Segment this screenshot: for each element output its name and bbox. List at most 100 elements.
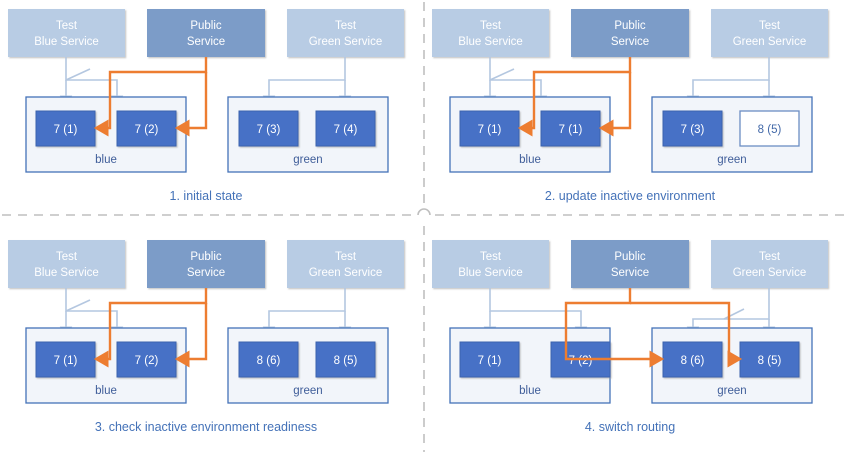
pod-label: 7 (2)	[135, 124, 159, 136]
pod-label: 7 (1)	[478, 124, 502, 136]
route-public-to-blue	[93, 288, 208, 368]
environment-label: green	[293, 385, 322, 397]
environment-blue: blue 7 (1) 7 (2)	[449, 327, 611, 404]
pod-label: 7 (3)	[257, 124, 281, 136]
environment-blue: blue 7 (1) 7 (2)	[25, 96, 187, 173]
environment-green: green 8 (6) 8 (5)	[651, 327, 813, 404]
service-label-line1: Test	[56, 251, 78, 263]
pod-8-5-starting[interactable]: 8 (5)	[739, 110, 800, 147]
service-label-line2: Blue Service	[34, 267, 99, 279]
environment-label: blue	[519, 385, 541, 397]
pod-7-3[interactable]: 7 (3)	[238, 110, 299, 147]
environment-blue: blue 7 (1) 7 (2)	[25, 327, 187, 404]
pod-label: 7 (1)	[54, 124, 78, 136]
service-label-line1: Public	[614, 20, 646, 32]
service-label-line1: Test	[335, 251, 357, 263]
service-test-green-service[interactable]: Test Green Service	[287, 240, 404, 288]
route-public-to-blue	[93, 57, 208, 137]
service-label-line2: Service	[187, 267, 225, 279]
service-test-green-service[interactable]: Test Green Service	[711, 9, 828, 57]
panel-1: Test Blue Service Public Service Test Gr…	[8, 9, 404, 203]
service-public-service[interactable]: Public Service	[147, 240, 265, 288]
pod-7-1[interactable]: 7 (1)	[35, 110, 96, 147]
service-public-service[interactable]: Public Service	[147, 9, 265, 57]
service-label-line2: Green Service	[733, 267, 807, 279]
pod-8-6[interactable]: 8 (6)	[238, 341, 299, 378]
service-test-blue-service[interactable]: Test Blue Service	[8, 9, 125, 57]
pod-label: 7 (1)	[478, 355, 502, 367]
service-test-blue-service[interactable]: Test Blue Service	[8, 240, 125, 288]
pod-7-3[interactable]: 7 (3)	[662, 110, 723, 147]
pod-label: 8 (5)	[758, 124, 782, 136]
pod-7-2[interactable]: 7 (2)	[116, 341, 177, 378]
service-label-line1: Public	[190, 20, 222, 32]
pod-label: 8 (5)	[334, 355, 358, 367]
connector-test-green	[686, 288, 776, 337]
pod-label: 8 (6)	[257, 355, 281, 367]
service-label-line1: Test	[56, 20, 78, 32]
panel-caption: 4. switch routing	[585, 420, 675, 434]
environment-label: green	[293, 154, 322, 166]
panel-caption: 2. update inactive environment	[545, 189, 716, 203]
pod-label: 8 (6)	[681, 355, 705, 367]
connector-test-green	[686, 57, 776, 106]
service-label-line2: Green Service	[309, 267, 383, 279]
service-label-line2: Service	[611, 36, 649, 48]
environment-label: blue	[95, 154, 117, 166]
panel-3: Test Blue Service Public Service Test Gr…	[8, 240, 404, 434]
pod-7-1-a[interactable]: 7 (1)	[459, 110, 520, 147]
divider-horizontal	[2, 208, 846, 216]
panel-2: Test Blue Service Public Service Test Gr…	[432, 9, 828, 203]
environment-label: blue	[519, 154, 541, 166]
panel-caption: 1. initial state	[170, 189, 243, 203]
pod-label: 7 (1)	[54, 355, 78, 367]
service-label-line1: Public	[190, 251, 222, 263]
service-label-line2: Blue Service	[34, 36, 99, 48]
route-public-to-blue	[517, 57, 632, 137]
environment-green: green 8 (6) 8 (5)	[227, 327, 389, 404]
pod-label: 7 (3)	[681, 124, 705, 136]
panel-caption: 3. check inactive environment readiness	[95, 420, 317, 434]
pod-7-1-b[interactable]: 7 (1)	[540, 110, 601, 147]
environment-label: green	[717, 385, 746, 397]
connector-test-green	[262, 57, 352, 106]
panel-4: Test Blue Service Public Service Test Gr…	[432, 240, 828, 434]
service-label-line1: Test	[480, 251, 502, 263]
pod-label: 7 (2)	[135, 355, 159, 367]
pod-label: 8 (5)	[758, 355, 782, 367]
service-test-blue-service[interactable]: Test Blue Service	[432, 240, 549, 288]
route-public-to-green	[564, 288, 743, 368]
pod-7-1[interactable]: 7 (1)	[35, 341, 96, 378]
environment-blue: blue 7 (1) 7 (1)	[449, 96, 611, 173]
pod-8-5[interactable]: 8 (5)	[739, 341, 800, 378]
service-public-service[interactable]: Public Service	[571, 9, 689, 57]
service-label-line2: Service	[187, 36, 225, 48]
service-label-line1: Test	[759, 251, 781, 263]
pod-label: 7 (1)	[559, 124, 583, 136]
service-label-line2: Blue Service	[458, 267, 523, 279]
pod-7-1[interactable]: 7 (1)	[459, 341, 520, 378]
environment-green: green 7 (3) 7 (4)	[227, 96, 389, 173]
pod-label: 7 (4)	[334, 124, 358, 136]
service-label-line2: Blue Service	[458, 36, 523, 48]
connector-test-blue	[483, 288, 588, 337]
pod-8-5[interactable]: 8 (5)	[315, 341, 376, 378]
service-label-line1: Test	[480, 20, 502, 32]
environment-label: blue	[95, 385, 117, 397]
pod-label: 7 (2)	[569, 355, 593, 367]
service-label-line2: Green Service	[309, 36, 383, 48]
pod-7-4[interactable]: 7 (4)	[315, 110, 376, 147]
pod-8-6[interactable]: 8 (6)	[662, 341, 723, 378]
environment-green: green 7 (3) 8 (5)	[651, 96, 813, 173]
service-test-blue-service[interactable]: Test Blue Service	[432, 9, 549, 57]
pod-7-2[interactable]: 7 (2)	[116, 110, 177, 147]
service-label-line2: Service	[611, 267, 649, 279]
service-test-green-service[interactable]: Test Green Service	[711, 240, 828, 288]
service-label-line1: Public	[614, 251, 646, 263]
environment-label: green	[717, 154, 746, 166]
service-test-green-service[interactable]: Test Green Service	[287, 9, 404, 57]
service-public-service[interactable]: Public Service	[571, 240, 689, 288]
service-label-line1: Test	[335, 20, 357, 32]
service-label-line2: Green Service	[733, 36, 807, 48]
